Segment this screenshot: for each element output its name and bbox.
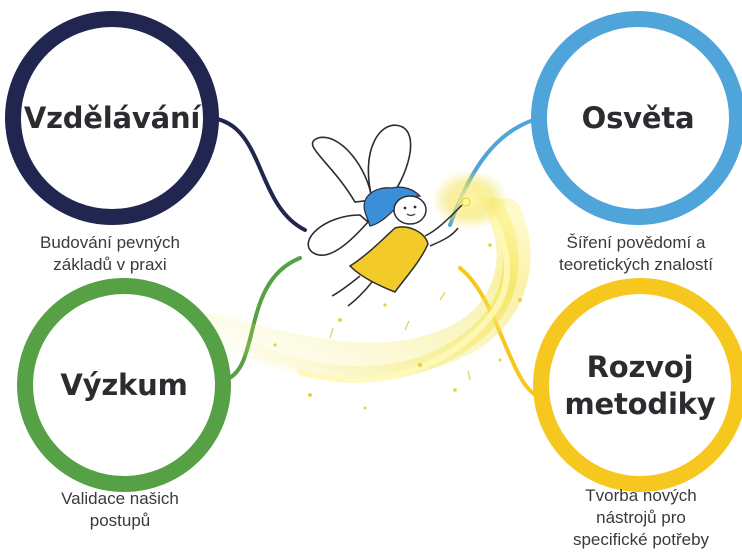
- connector-education: [210, 116, 307, 232]
- circle-methodology: [533, 278, 742, 492]
- fairy-illustration: [307, 124, 471, 307]
- connector-research: [223, 256, 302, 382]
- title-research: Výzkum: [60, 368, 188, 402]
- circle-education: [5, 11, 219, 225]
- description-education: Budování pevných základů v praxi: [40, 233, 180, 274]
- fairy-wing-back: [311, 136, 373, 203]
- fairy-dress: [348, 226, 429, 293]
- title-awareness: Osvěta: [581, 101, 695, 135]
- fairy-wing-front: [367, 124, 412, 207]
- title-methodology: Rozvoj metodiky: [564, 350, 716, 421]
- fairy-face: [393, 195, 427, 225]
- title-education: Vzdělávání: [23, 101, 201, 135]
- description-methodology: Tvorba nových nástrojů pro specifické po…: [572, 486, 710, 549]
- connector-methodology: [458, 266, 544, 400]
- description-research: Validace našich postupů: [61, 489, 179, 530]
- circle-research: [17, 278, 231, 492]
- circle-awareness: [531, 11, 742, 225]
- description-awareness: Šíření povědomí a teoretických znalostí: [558, 233, 713, 274]
- fairy-wing-lower: [307, 214, 370, 256]
